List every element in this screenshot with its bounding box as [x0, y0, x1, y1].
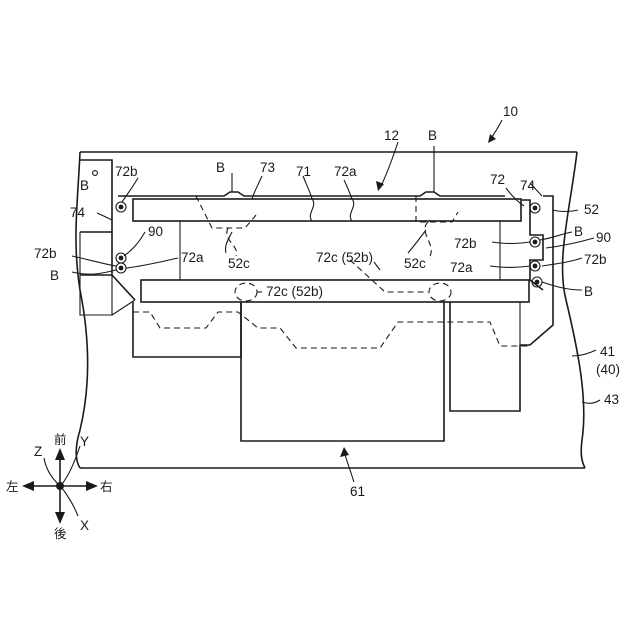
label-B-top-right: B: [428, 128, 437, 143]
label-52: 52: [584, 202, 599, 217]
label-71: 71: [296, 164, 311, 179]
label-72a-top: 72a: [334, 164, 357, 179]
label-52c-right: 52c: [404, 256, 426, 271]
holder-center-61: [241, 302, 444, 441]
label-12: 12: [384, 128, 399, 143]
holder-left: [133, 302, 241, 357]
label-61: 61: [350, 484, 365, 499]
arrowhead-61: [340, 447, 349, 457]
axis-z: Z: [34, 444, 42, 459]
hidden-contour-52c-right: [425, 222, 431, 256]
label-B-upper-left: B: [80, 178, 89, 193]
label-72b-ll: 72b: [34, 246, 57, 261]
upper-rail-71: [133, 199, 521, 221]
label-90-right: 90: [596, 230, 611, 245]
label-B-upper-right: B: [574, 224, 583, 239]
label-B-top-left: B: [216, 160, 225, 175]
label-74-right: 74: [520, 178, 536, 193]
label-43: 43: [604, 392, 619, 407]
hidden-contour-lower: [133, 312, 530, 348]
label-72: 72: [490, 172, 505, 187]
label-72b-lr: 72b: [584, 252, 607, 267]
label-72c-52b-lower: 72c (52b): [266, 284, 323, 299]
axis-left: 左: [6, 479, 19, 494]
lower-rail: [141, 280, 529, 302]
axis-y: Y: [80, 434, 89, 449]
label-90-left: 90: [148, 224, 163, 239]
axis-right: 右: [100, 479, 113, 494]
label-72b-ur: 72b: [454, 236, 477, 251]
arrowhead-10: [488, 134, 496, 143]
label-40: (40): [596, 362, 620, 377]
label-B-lower-right: B: [584, 284, 593, 299]
label-72a-right: 72a: [450, 260, 473, 275]
axis-x: X: [80, 518, 89, 533]
holder-right: [450, 302, 520, 411]
label-B-lower-left: B: [50, 268, 59, 283]
label-74-left: 74: [70, 205, 86, 220]
label-72b-ul: 72b: [115, 164, 138, 179]
label-52c-left: 52c: [228, 256, 250, 271]
label-72a-left: 72a: [181, 250, 204, 265]
axis-rear: 後: [54, 526, 67, 541]
axis-front: 前: [54, 432, 67, 447]
label-73: 73: [260, 160, 275, 175]
label-10: 10: [503, 104, 518, 119]
label-41: 41: [600, 344, 615, 359]
label-72c-52b-upper: 72c (52b): [316, 250, 373, 265]
